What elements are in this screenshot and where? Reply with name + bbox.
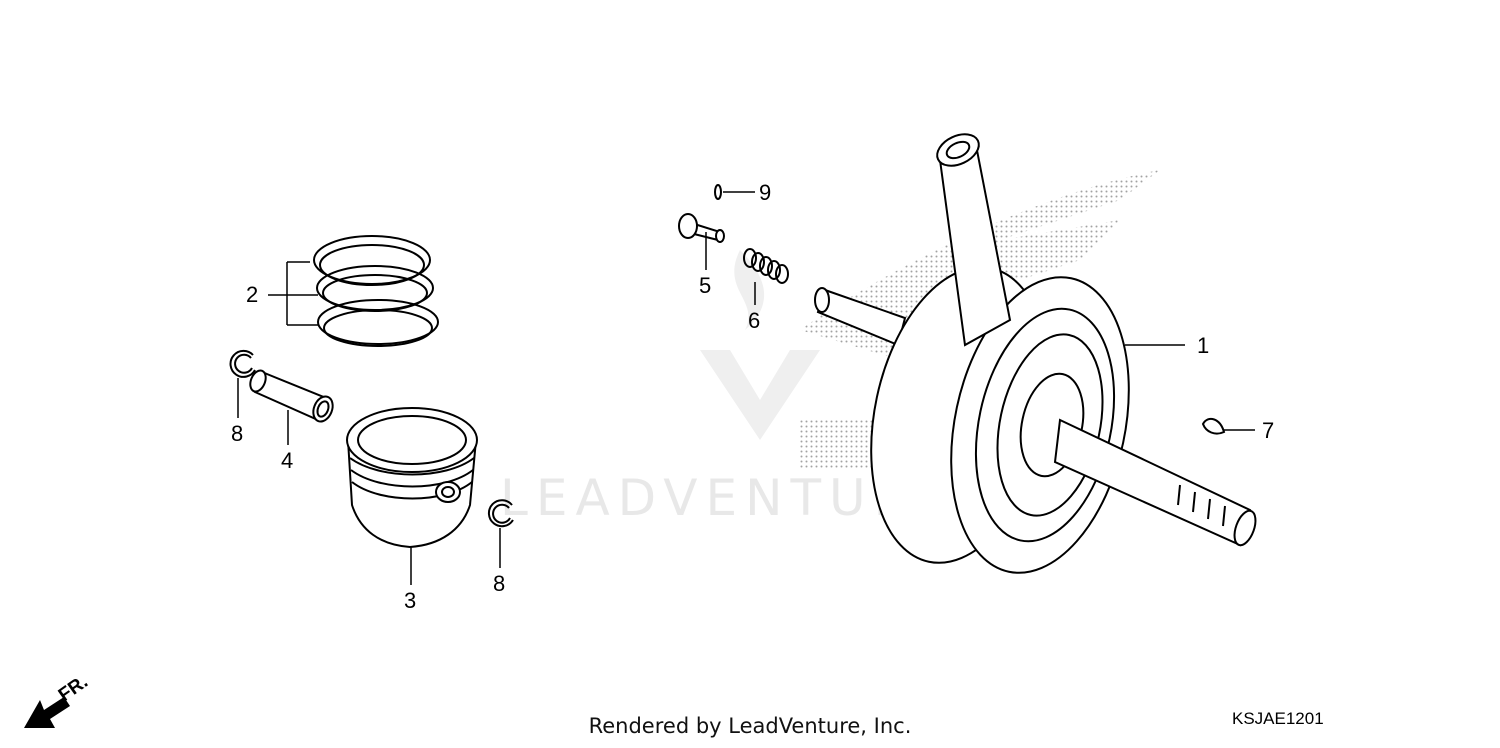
spring-6: [743, 248, 789, 284]
callout-7: 7: [1262, 418, 1274, 443]
front-arrow-icon: [24, 697, 70, 728]
circlip-right: [487, 499, 514, 528]
callout-4: 4: [281, 448, 293, 473]
callout-5: 5: [699, 273, 711, 298]
callout-8-left: 8: [231, 421, 243, 446]
leader-lines: [237, 191, 1255, 585]
callout-6: 6: [748, 308, 760, 333]
crankshaft: [814, 133, 1257, 574]
callout-2: 2: [246, 282, 258, 307]
figure-code: KSJAE1201: [1232, 709, 1324, 728]
piston: [346, 407, 478, 549]
callout-9: 9: [759, 180, 771, 205]
woodruff-key-7: [1201, 417, 1226, 435]
piston-pin: [249, 369, 334, 423]
o-ring-9: [714, 184, 722, 200]
callout-3: 3: [404, 588, 416, 613]
callout-8-right: 8: [493, 571, 505, 596]
piston-rings: [313, 235, 439, 347]
circlip-left: [229, 349, 256, 378]
footer-credit: Rendered by LeadVenture, Inc.: [588, 714, 912, 738]
bolt-5: [678, 213, 725, 243]
callout-numbers: 1 2 3 4 5 6 7 8 8 9: [231, 180, 1274, 613]
callout-1: 1: [1197, 333, 1209, 358]
